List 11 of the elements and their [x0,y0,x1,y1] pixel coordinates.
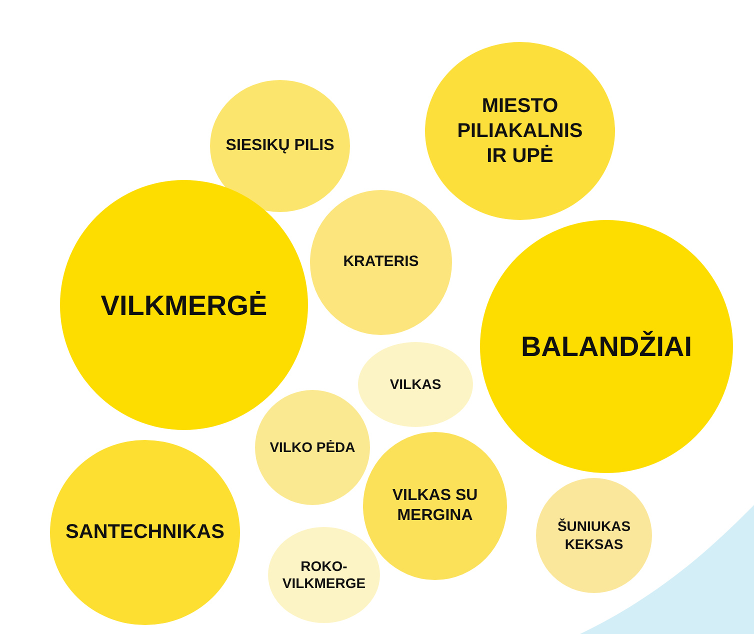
bubble-label: SANTECHNIKAS [66,520,224,545]
bubble-label: VILKO PĖDA [270,438,356,456]
bubble-label: MIESTO PILIAKALNIS IR UPĖ [456,94,584,168]
bubble-label: SIESIKŲ PILIS [226,136,334,156]
bubble-label: BALANDŽIAI [520,330,692,364]
bubble-label: KRATERIS [343,253,419,272]
bubble-label: VILKAS [390,376,442,394]
bubble-label: ŠUNIUKAS KEKSAS [556,518,632,553]
bubble-label: ROKO- VILKMERGE [281,558,367,592]
bubble-label: VILKAS SU MERGINA [391,486,479,526]
bubble-label: VILKMERGĖ [100,288,268,322]
